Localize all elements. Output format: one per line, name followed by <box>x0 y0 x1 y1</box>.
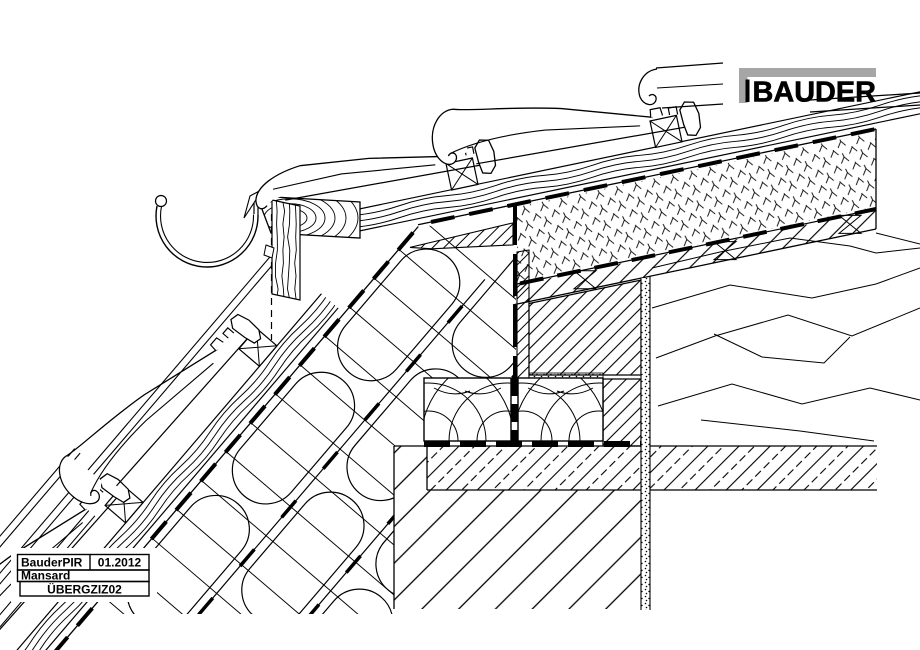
svg-text:Mansard: Mansard <box>21 569 70 583</box>
svg-text:BauderPIR: BauderPIR <box>21 556 83 570</box>
svg-text:BAUDER: BAUDER <box>753 77 877 109</box>
svg-text:01.2012: 01.2012 <box>98 556 142 570</box>
svg-text:ÜBERGZIZ02: ÜBERGZIZ02 <box>47 582 122 597</box>
